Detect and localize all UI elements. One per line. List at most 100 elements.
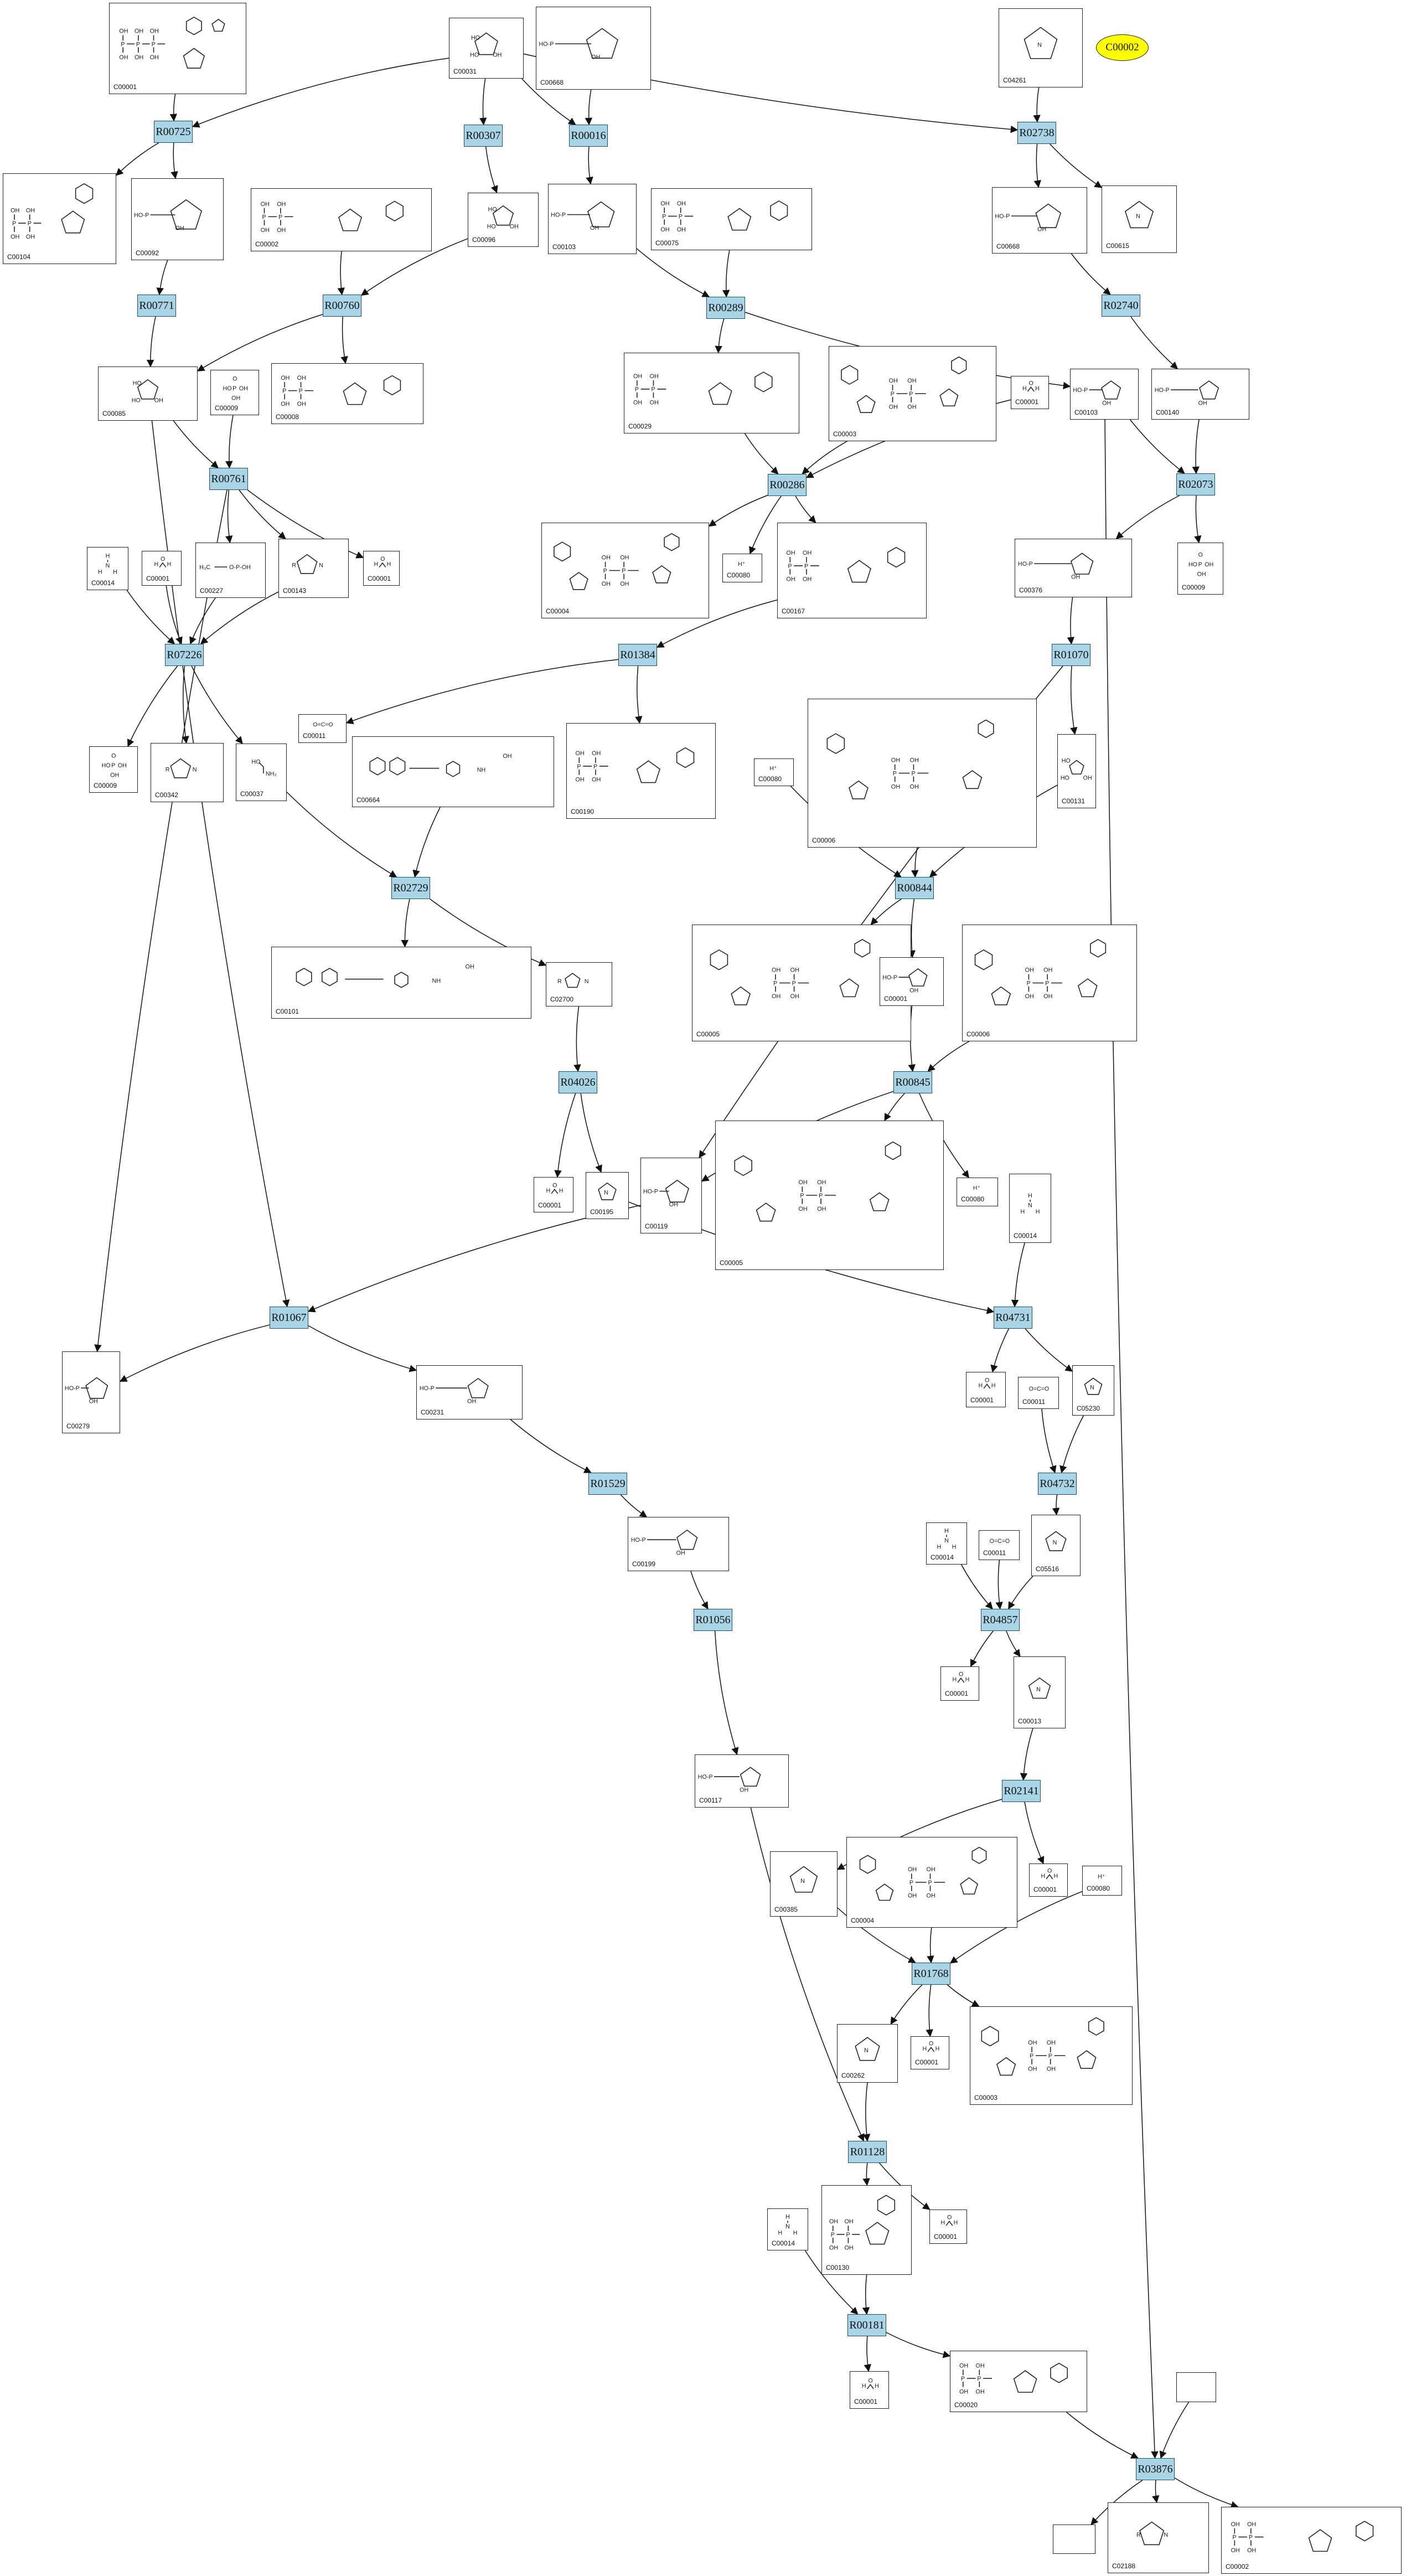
reaction-node-r00845[interactable]: R00845: [893, 1071, 932, 1093]
reaction-node-r00286[interactable]: R00286: [768, 474, 807, 496]
reaction-node-r00760[interactable]: R00760: [323, 295, 361, 317]
reaction-node-r04731[interactable]: R04731: [994, 1307, 1032, 1329]
reaction-node-r04857[interactable]: R04857: [981, 1609, 1020, 1631]
reaction-node-r04732[interactable]: R04732: [1038, 1473, 1077, 1495]
compound-node-c-c00080-d[interactable]: H⁺C00080: [1082, 1866, 1122, 1896]
reaction-node-r02740[interactable]: R02740: [1102, 295, 1140, 317]
reaction-node-r01070[interactable]: R01070: [1052, 644, 1090, 666]
reaction-node-r07226[interactable]: R07226: [165, 644, 204, 666]
reaction-node-r00016[interactable]: R00016: [569, 125, 608, 147]
compound-node-c-c00080[interactable]: H⁺C00080: [722, 554, 762, 582]
reaction-node-r01128[interactable]: R01128: [848, 2141, 887, 2163]
hub-compound-node[interactable]: C00002: [1096, 34, 1149, 61]
compound-node-c-c00080-c[interactable]: H⁺C00080: [957, 1178, 998, 1206]
reaction-node-r00725[interactable]: R00725: [154, 121, 193, 143]
compound-node-c-blank1[interactable]: [1176, 2372, 1216, 2402]
reaction-node-r02141[interactable]: R02141: [1002, 1780, 1041, 1802]
reaction-node-r00181[interactable]: R00181: [847, 2314, 886, 2336]
reaction-node-r01056[interactable]: R01056: [694, 1609, 732, 1631]
reaction-node-r02073[interactable]: R02073: [1176, 473, 1215, 495]
reaction-node-r00844[interactable]: R00844: [895, 877, 934, 899]
reaction-node-r03876[interactable]: R03876: [1136, 2458, 1175, 2480]
compound-node-c-blank2[interactable]: [1053, 2525, 1095, 2554]
reaction-node-r02729[interactable]: R02729: [391, 877, 430, 899]
reaction-node-r00761[interactable]: R00761: [209, 468, 248, 490]
reaction-node-r04026[interactable]: R04026: [559, 1071, 597, 1093]
compound-node-c-c00080-b[interactable]: H⁺C00080: [754, 758, 794, 786]
reaction-node-r01529[interactable]: R01529: [588, 1473, 627, 1495]
reaction-node-r00307[interactable]: R00307: [464, 125, 503, 147]
reaction-node-r00771[interactable]: R00771: [137, 295, 176, 317]
reaction-node-r01768[interactable]: R01768: [912, 1963, 950, 1985]
reaction-node-r02738[interactable]: R02738: [1017, 122, 1056, 144]
